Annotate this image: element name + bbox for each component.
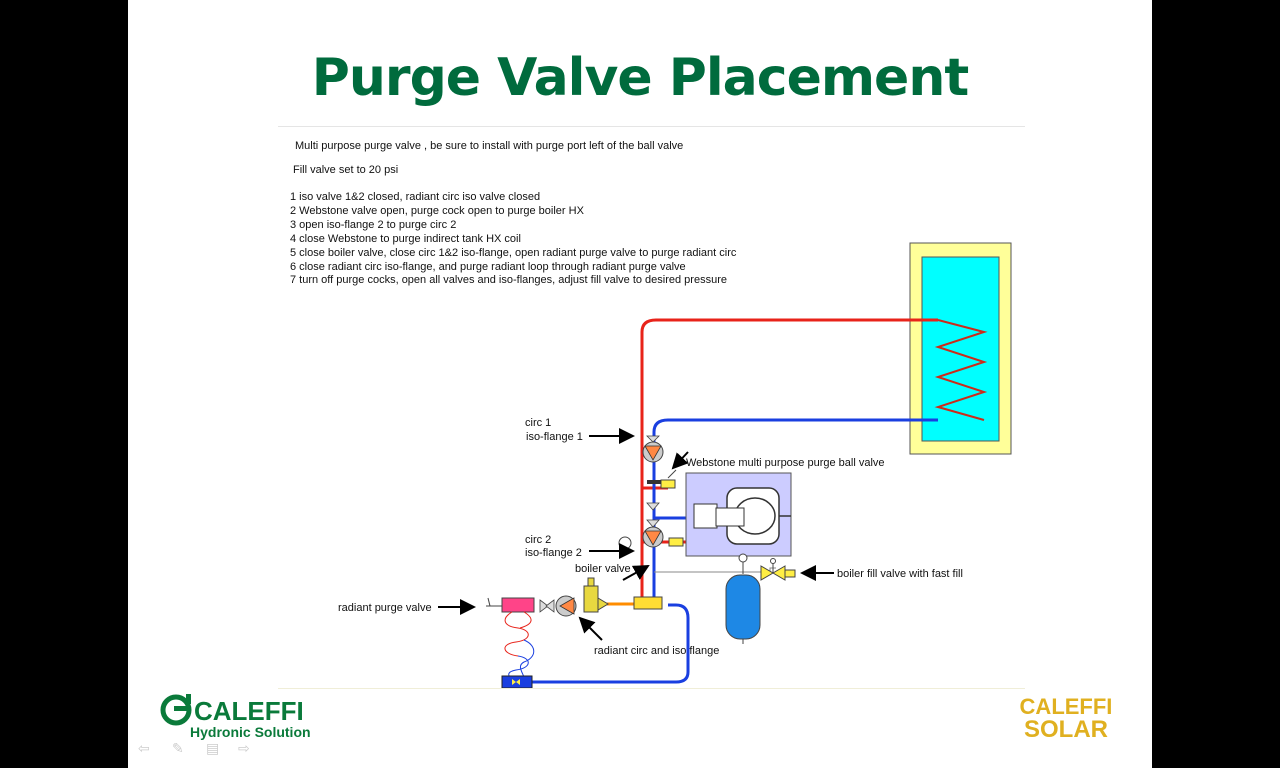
label-radiant-purge: radiant purge valve [338, 602, 432, 614]
callout-arrows [438, 428, 834, 641]
circulator-1 [642, 435, 664, 463]
label-iso-flange-1: iso-flange 1 [526, 431, 583, 443]
step-item: 1 iso valve 1&2 closed, radiant circ iso… [290, 191, 541, 203]
caleffi-hydronic-logo: CALEFFI Hydronic Solutions [160, 694, 310, 740]
pen-icon[interactable]: ✎ [172, 740, 184, 756]
boiler-fill-valve [760, 558, 796, 581]
expansion-tank [725, 553, 761, 644]
menu-icon[interactable]: ▤ [206, 740, 220, 756]
piping-diagram: circ 1 iso-flange 1 Webstone multi purpo… [338, 242, 1012, 689]
logo-sub-text: Hydronic Solutions [190, 724, 310, 740]
footer-divider [278, 688, 1025, 689]
radiant-circulator [539, 595, 577, 617]
label-circ1: circ 1 [525, 417, 551, 429]
label-iso-flange-2: iso-flange 2 [525, 547, 582, 559]
page-title: Purge Valve Placement [311, 48, 969, 108]
slide: Purge Valve Placement Multi purpose purg… [128, 0, 1152, 768]
tee-fitting [633, 596, 663, 610]
logo-solar-bottom: SOLAR [1024, 716, 1108, 740]
prev-slide-icon[interactable]: ⇦ [138, 740, 150, 756]
fill-valve-note: Fill valve set to 20 psi [293, 164, 399, 176]
label-radiant-circ: radiant circ and iso flange [594, 645, 719, 657]
step-item: 7 turn off purge cocks, open all valves … [290, 274, 727, 287]
steps-list: 1 iso valve 1&2 closed, radiant circ iso… [290, 191, 736, 288]
logo-solar-top: CALEFFI [1020, 694, 1113, 719]
next-slide-icon[interactable]: ⇨ [238, 740, 250, 756]
indirect-tank [909, 242, 1012, 455]
boiler [685, 472, 792, 557]
webstone-purge-valve [646, 469, 677, 511]
purge-valve-note: Multi purpose purge valve , be sure to i… [295, 140, 684, 152]
step-item: 2 Webstone valve open, purge cock open t… [290, 204, 584, 217]
step-item: 3 open iso-flange 2 to purge circ 2 [290, 218, 457, 231]
circulator-2 [618, 519, 684, 550]
boiler-valve [583, 577, 609, 613]
label-boiler-valve: boiler valve [575, 563, 631, 575]
label-circ2: circ 2 [525, 534, 551, 546]
label-webstone-valve: Webstone multi purpose purge ball valve [686, 457, 885, 469]
step-item: 5 close boiler valve, close circ 1&2 iso… [290, 246, 737, 259]
step-item: 4 close Webstone to purge indirect tank … [290, 232, 521, 245]
tank-hx-coil [934, 319, 988, 421]
label-fill-valve: boiler fill valve with fast fill [837, 568, 963, 580]
logo-brand-text: CALEFFI [194, 696, 304, 726]
radiant-loop [504, 611, 535, 679]
caleffi-solar-logo: CALEFFI SOLAR [1020, 694, 1113, 740]
return-piping [526, 418, 938, 684]
title-divider [278, 126, 1025, 127]
step-item: 6 close radiant circ iso-flange, and pur… [290, 260, 686, 273]
radiant-purge-valve [486, 597, 535, 613]
